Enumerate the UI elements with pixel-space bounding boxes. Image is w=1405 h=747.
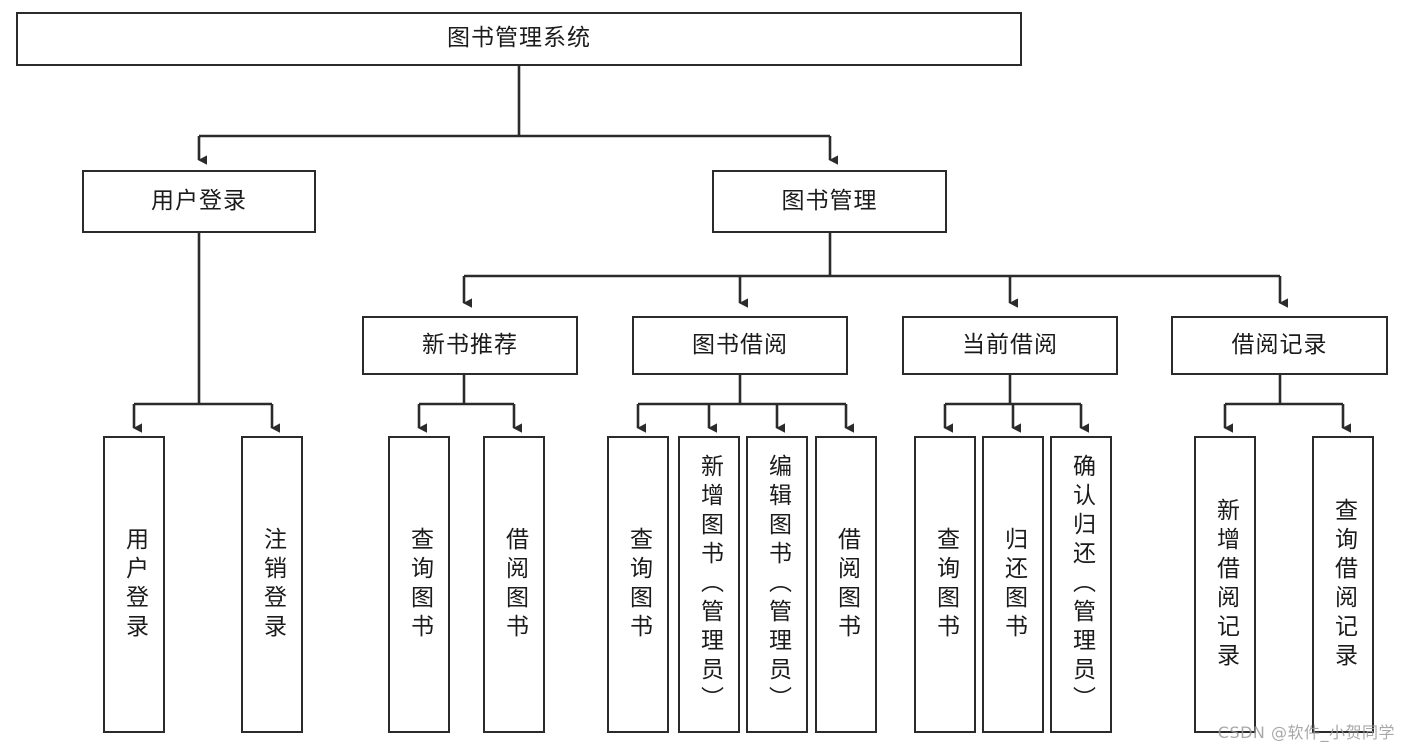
leaf-user-logout[interactable]: 注销登录 — [241, 436, 303, 733]
node-label: 归还图书 — [1000, 526, 1027, 643]
leaf-records-query[interactable]: 查询借阅记录 — [1312, 436, 1374, 733]
node-label: 用户登录 — [151, 187, 247, 214]
node-label: 图书管理系统 — [447, 25, 591, 52]
node-label: 查询图书 — [625, 526, 652, 643]
leaf-current-query[interactable]: 查询图书 — [914, 436, 976, 733]
leaf-borrow-borrow-book[interactable]: 借阅图书 — [815, 436, 877, 733]
node-label: 确认归还（管理员） — [1068, 454, 1095, 715]
node-label: 查询图书 — [406, 526, 433, 643]
node-book-borrow[interactable]: 图书借阅 — [632, 316, 848, 375]
node-label: 新增借阅记录 — [1212, 497, 1239, 672]
node-label: 查询借阅记录 — [1330, 497, 1357, 672]
leaf-current-confirm-return[interactable]: 确认归还（管理员） — [1050, 436, 1112, 733]
node-label: 图书管理 — [781, 187, 878, 214]
node-label: 用户登录 — [121, 526, 148, 643]
node-root[interactable]: 图书管理系统 — [16, 12, 1022, 66]
leaf-newbook-borrow[interactable]: 借阅图书 — [483, 436, 545, 733]
node-book-management[interactable]: 图书管理 — [712, 170, 947, 233]
leaf-user-login[interactable]: 用户登录 — [103, 436, 165, 733]
node-label: 图书借阅 — [692, 331, 788, 358]
node-new-book-recommend[interactable]: 新书推荐 — [362, 316, 578, 375]
leaf-borrow-query[interactable]: 查询图书 — [607, 436, 669, 733]
node-label: 新增图书（管理员） — [696, 454, 723, 715]
leaf-current-return[interactable]: 归还图书 — [982, 436, 1044, 733]
leaf-borrow-add-book[interactable]: 新增图书（管理员） — [678, 436, 740, 733]
node-label: 借阅图书 — [501, 526, 528, 643]
node-label: 借阅图书 — [833, 526, 860, 643]
node-label: 借阅记录 — [1231, 331, 1328, 358]
leaf-records-add[interactable]: 新增借阅记录 — [1194, 436, 1256, 733]
node-label: 当前借阅 — [962, 331, 1058, 358]
leaf-borrow-edit-book[interactable]: 编辑图书（管理员） — [746, 436, 808, 733]
node-label: 查询图书 — [932, 526, 959, 643]
leaf-newbook-query[interactable]: 查询图书 — [388, 436, 450, 733]
watermark: CSDN @软件_小贺同学 — [1217, 723, 1395, 742]
node-borrow-records[interactable]: 借阅记录 — [1171, 316, 1388, 375]
node-label: 编辑图书（管理员） — [764, 454, 791, 715]
node-user-login[interactable]: 用户登录 — [82, 170, 316, 233]
node-label: 新书推荐 — [422, 331, 518, 358]
node-current-borrow[interactable]: 当前借阅 — [902, 316, 1118, 375]
node-label: 注销登录 — [259, 526, 286, 643]
